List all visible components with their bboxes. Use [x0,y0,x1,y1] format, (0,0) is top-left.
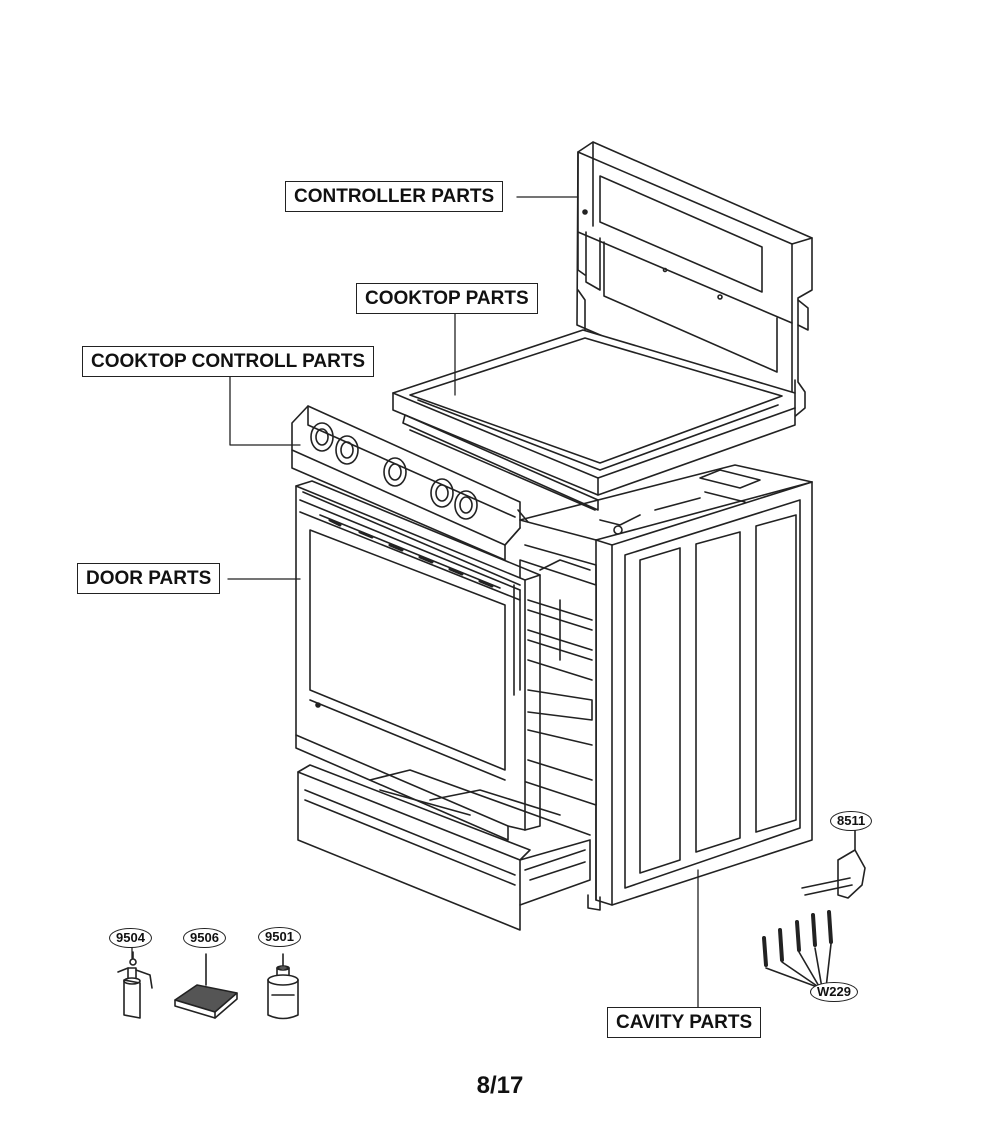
spray-bottle-9504 [117,951,153,1019]
part-number-w229[interactable]: W229 [810,982,858,1003]
bracket-8511 [801,829,866,899]
oven-interior [519,559,597,806]
storage-drawer [297,764,591,931]
cleaner-bottle-9501 [267,953,299,1020]
part-number-9504[interactable]: 9504 [109,928,152,949]
cooktop [392,289,796,511]
cooktop-control-panel [291,405,529,561]
part-number-9506[interactable]: 9506 [183,928,226,949]
scrub-pad-9506 [174,953,238,1019]
leader-lines [131,196,699,1009]
controller-parts-label[interactable]: CONTROLLER PARTS [285,181,504,212]
part-number-8511[interactable]: 8511 [830,811,873,832]
cooktop-parts-label[interactable]: COOKTOP PARTS [356,283,538,314]
screws-w229 [762,910,833,989]
door-parts-label[interactable]: DOOR PARTS [77,563,221,594]
oven-door [295,480,541,841]
cooktop-controll-parts-label[interactable]: COOKTOP CONTROLL PARTS [82,346,375,377]
cavity-body [519,464,813,911]
part-number-9501[interactable]: 9501 [258,927,301,948]
cavity-parts-label[interactable]: CAVITY PARTS [607,1007,762,1038]
page-number: 8/17 [476,1072,524,1099]
